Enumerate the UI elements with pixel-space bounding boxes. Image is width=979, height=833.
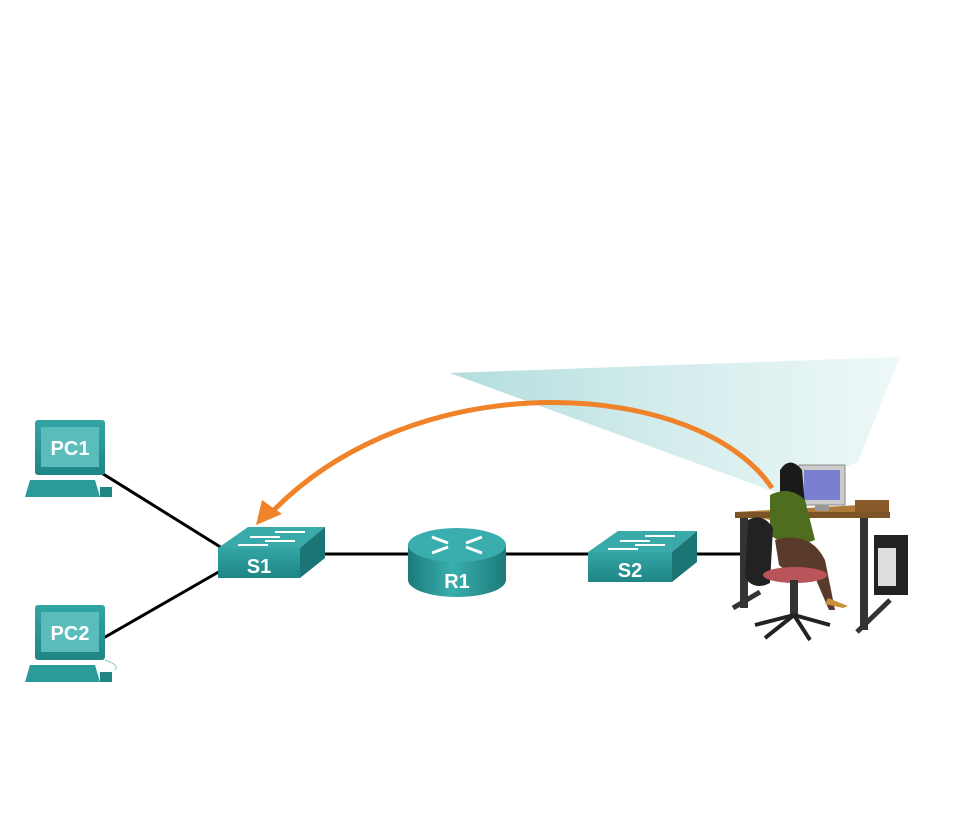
s2-switch-icon[interactable]: S2 <box>588 531 697 582</box>
pc2-icon[interactable]: PC2 <box>25 605 117 682</box>
pc1-icon[interactable]: PC1 <box>25 420 112 497</box>
router-arrows-icon <box>431 535 483 555</box>
switch-arrows-icon <box>238 531 305 546</box>
links <box>99 470 745 642</box>
r1-router-icon[interactable]: R1 <box>408 528 506 597</box>
r1-label: R1 <box>444 571 470 593</box>
view-beam <box>450 357 900 492</box>
s1-label: S1 <box>247 556 271 578</box>
s1-switch-icon[interactable]: S1 <box>218 527 325 578</box>
pc2-label: PC2 <box>51 623 90 645</box>
link-pc1-s1 <box>99 470 223 550</box>
s2-label: S2 <box>618 560 642 582</box>
switch-arrows-icon <box>608 535 675 550</box>
remote-access-arrow <box>256 400 775 525</box>
link-pc2-s1 <box>99 568 223 642</box>
pc1-label: PC1 <box>51 438 90 460</box>
admin-workstation-icon[interactable] <box>731 462 908 642</box>
